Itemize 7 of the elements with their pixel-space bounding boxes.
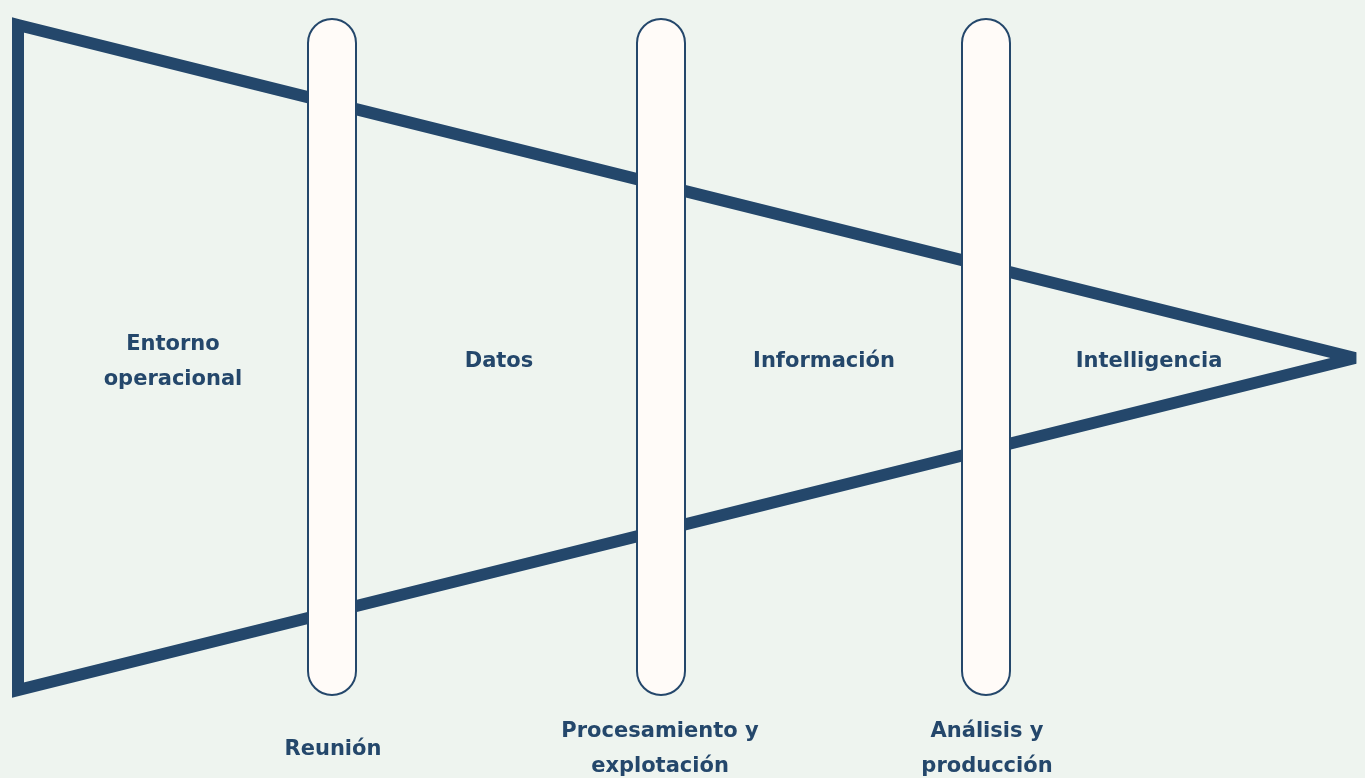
- phase-label: Reunión: [283, 734, 383, 762]
- stage-label: Información: [752, 346, 896, 374]
- stage-label: Intelligencia: [1074, 346, 1224, 374]
- stage-label: Entorno operacional: [102, 330, 244, 392]
- phase-label: Procesamiento y explotación: [560, 717, 760, 778]
- stage-label: Datos: [463, 346, 535, 374]
- phase-label: Análisis y producción: [920, 717, 1054, 778]
